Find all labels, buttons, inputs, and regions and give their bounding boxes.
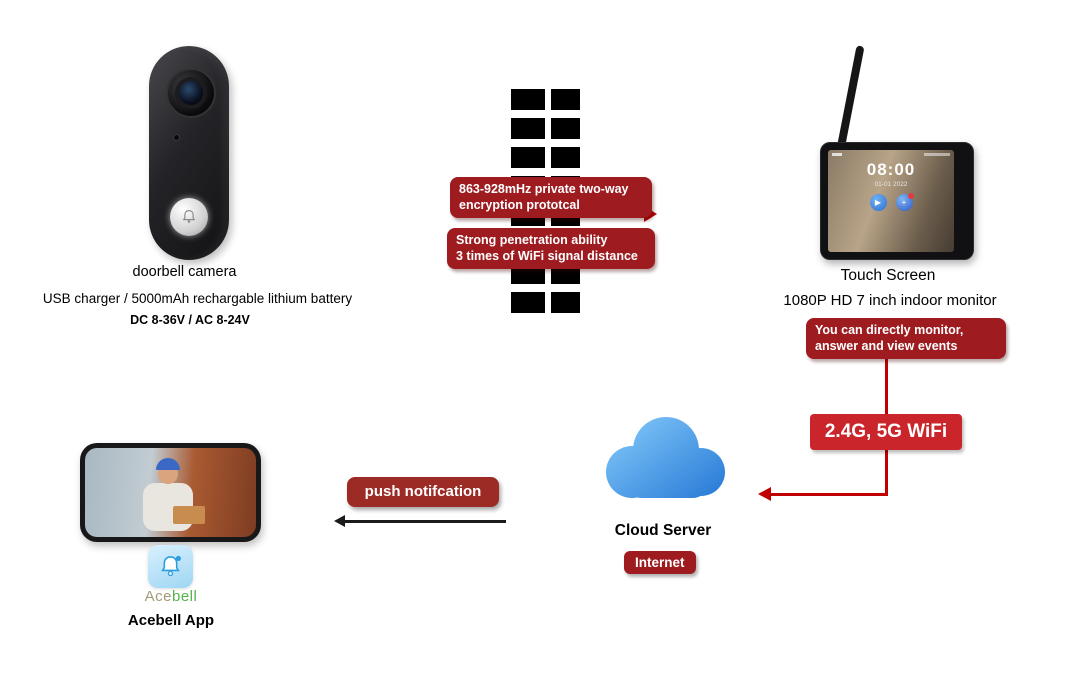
signal-wall-block bbox=[511, 147, 545, 168]
signal-wall-block bbox=[511, 292, 545, 313]
signal-wall-block bbox=[551, 118, 580, 139]
delivery-package bbox=[173, 506, 205, 524]
rf-banner-penetration-line2: 3 times of WiFi signal distance bbox=[456, 249, 638, 264]
monitor-statusbar-right bbox=[924, 153, 950, 156]
rf-banner-penetration: Strong penetration ability 3 times of Wi… bbox=[447, 228, 655, 269]
rf-banner-frequency-line1: 863-928mHz private two-way bbox=[459, 182, 629, 196]
monitor-app-icons: ▶ + bbox=[828, 193, 954, 211]
monitor-cloud-line-horizontal bbox=[770, 493, 888, 496]
monitor-screen: 08:00 01-01 2022 ▶ + bbox=[828, 150, 954, 252]
monitor-cloud-line-top bbox=[885, 353, 888, 414]
doorbell-label: doorbell camera bbox=[132, 264, 237, 280]
monitor-label: Touch Screen bbox=[840, 267, 936, 284]
cloud-arrowhead-left bbox=[758, 487, 771, 501]
wifi-banner: 2.4G, 5G WiFi bbox=[810, 414, 962, 450]
signal-wall-row bbox=[511, 118, 580, 139]
signal-wall-row bbox=[511, 89, 580, 110]
cloud-icon bbox=[606, 417, 725, 498]
monitor-antenna bbox=[836, 45, 865, 153]
acebell-brand: Acebell bbox=[110, 588, 232, 605]
doorbell-spec-power: DC 8-36V / AC 8-24V bbox=[130, 313, 250, 327]
rf-banner-penetration-line1: Strong penetration ability bbox=[456, 233, 608, 247]
acebell-app-icon bbox=[148, 545, 193, 588]
acebell-app-label: Acebell App bbox=[127, 612, 215, 629]
brand-ace: Ace bbox=[144, 588, 172, 605]
monitor-statusbar-left bbox=[832, 153, 842, 156]
signal-wall-row bbox=[511, 292, 580, 313]
bell-icon bbox=[161, 555, 181, 577]
monitor-banner-line1: You can directly monitor, bbox=[815, 323, 964, 337]
monitor-date: 01-01 2022 bbox=[874, 181, 908, 188]
signal-wall-block bbox=[551, 89, 580, 110]
monitor-illustration: 08:00 01-01 2022 ▶ + bbox=[820, 142, 974, 260]
call-icon: + bbox=[895, 193, 914, 211]
doorbell-lens-glass bbox=[179, 81, 203, 105]
doorbell-camera-illustration bbox=[149, 46, 229, 260]
push-notification-banner: push notifcation bbox=[347, 477, 499, 507]
play-icon: ▶ bbox=[869, 194, 887, 211]
cloud-label: Cloud Server bbox=[614, 522, 712, 539]
bell-icon bbox=[182, 210, 196, 223]
cloud-phone-line bbox=[342, 520, 506, 523]
monitor-sublabel: 1080P HD 7 inch indoor monitor bbox=[783, 292, 997, 309]
phone-arrowhead-left bbox=[334, 515, 345, 527]
rf-banner-frequency: 863-928mHz private two-way encryption pr… bbox=[450, 177, 652, 218]
signal-wall-block bbox=[551, 292, 580, 313]
rf-banner-frequency-line2: encryption prototcal bbox=[459, 198, 580, 213]
signal-wall-block bbox=[511, 89, 545, 110]
monitor-clock: 08:00 bbox=[866, 160, 916, 179]
doorbell-button bbox=[170, 198, 208, 236]
signal-wall-block bbox=[511, 118, 545, 139]
phone-illustration bbox=[80, 443, 261, 542]
signal-wall-block bbox=[551, 147, 580, 168]
monitor-cloud-line-bottom bbox=[885, 450, 888, 496]
internet-badge: Internet bbox=[624, 551, 696, 574]
doorbell-lens bbox=[166, 68, 216, 118]
monitor-banner: You can directly monitor, answer and vie… bbox=[806, 318, 1006, 359]
doorbell-mic-hole bbox=[173, 134, 180, 141]
signal-wall-row bbox=[511, 147, 580, 168]
delivery-man-cap bbox=[156, 458, 180, 470]
doorbell-spec-battery: USB charger / 5000mAh rechargable lithiu… bbox=[42, 291, 353, 306]
phone-screen bbox=[85, 448, 256, 537]
monitor-banner-line2: answer and view events bbox=[815, 339, 958, 354]
brand-bell: bell bbox=[172, 588, 198, 605]
